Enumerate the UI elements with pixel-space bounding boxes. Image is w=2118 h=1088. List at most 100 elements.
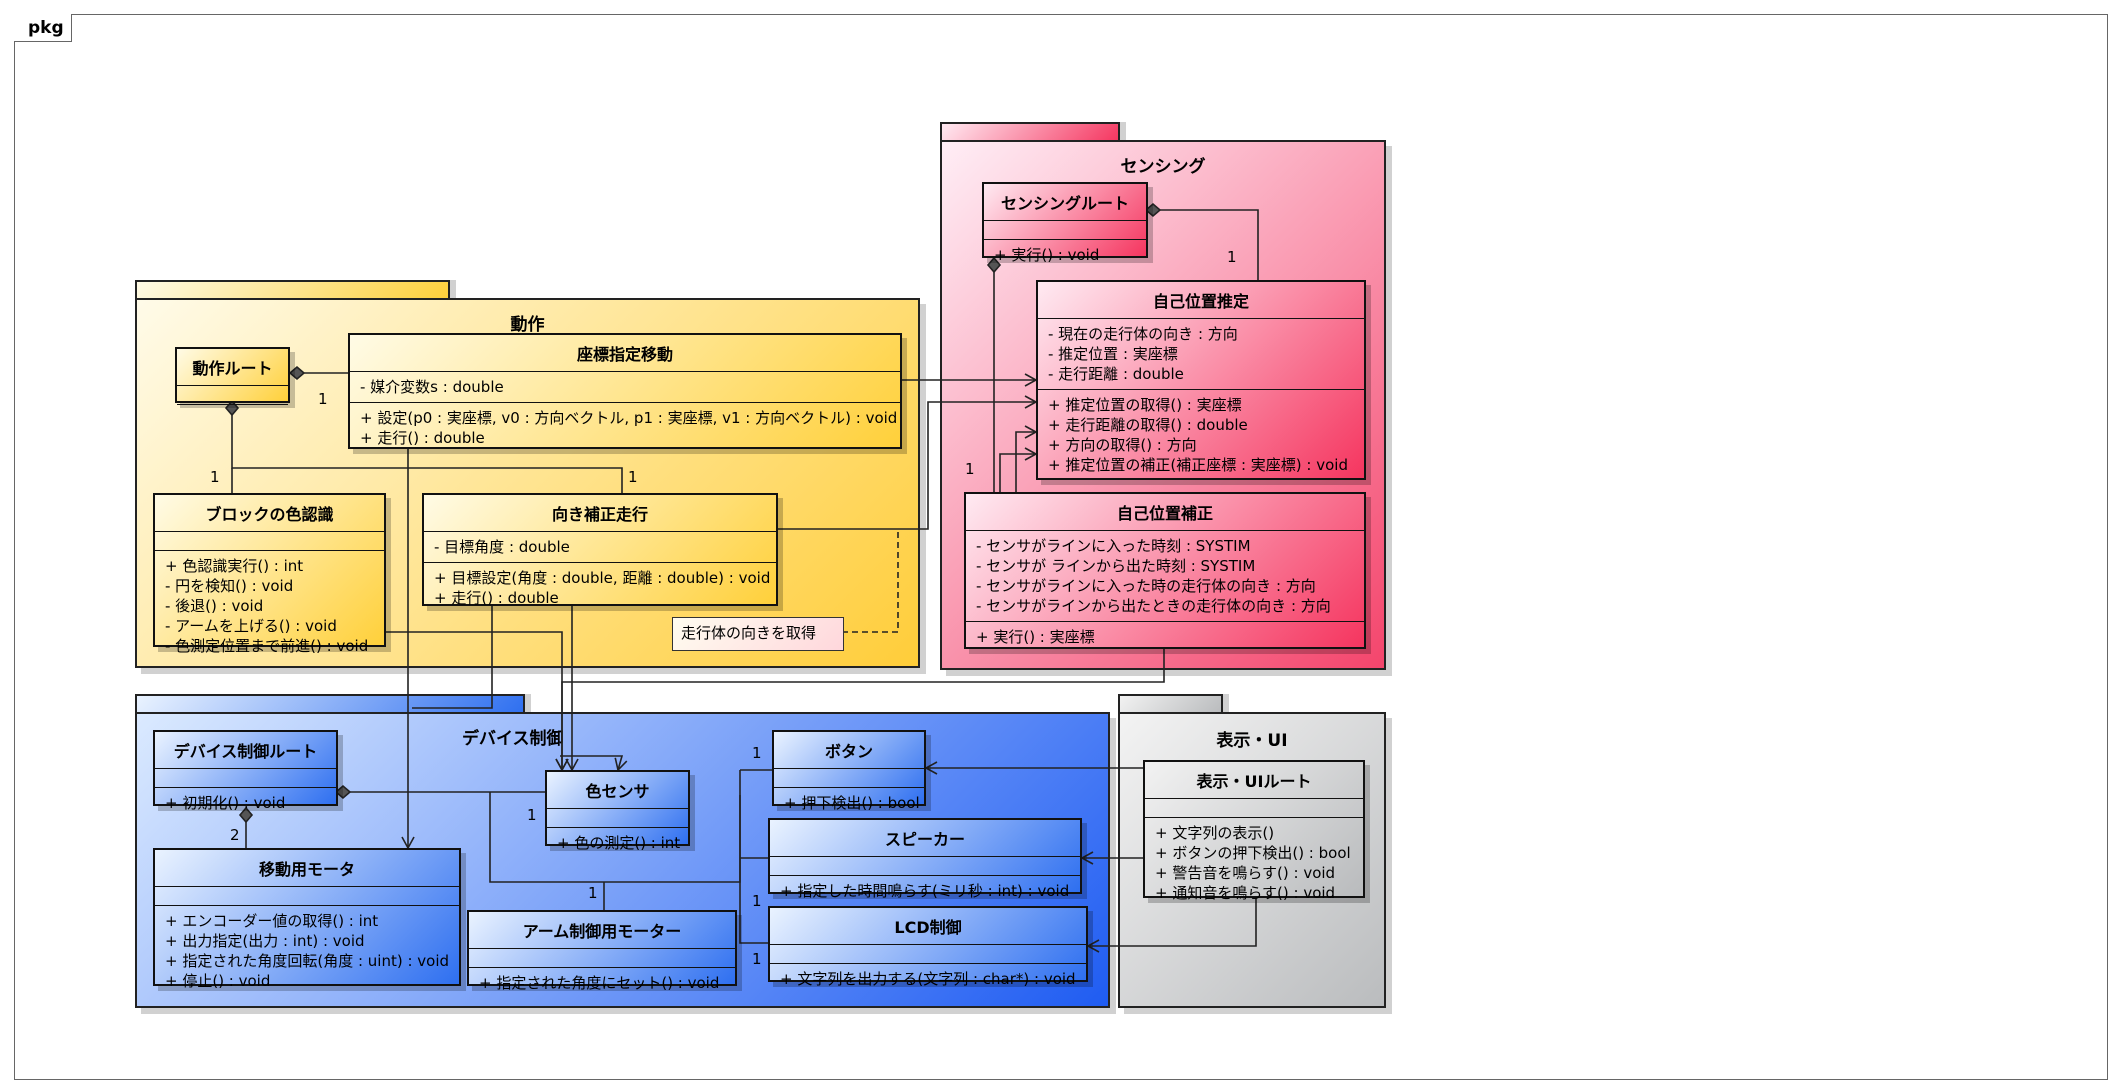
class-name: 向き補正走行 (424, 495, 776, 532)
package-tab-ui (1118, 694, 1223, 714)
operation: + 警告音を鳴らす() : void (1155, 864, 1336, 882)
operation: + 初期化() : void (165, 794, 286, 812)
class-attributes (547, 809, 688, 828)
class-sensing-root[interactable]: センシングルート + 実行() : void (982, 182, 1148, 264)
class-attributes (155, 532, 384, 551)
package-title-sensing: センシング (1120, 157, 1206, 177)
class-operations: + 押下検出() : bool (774, 788, 924, 818)
class-operations: + 指定した時間鳴らす(ミリ秒 : int) : void (770, 876, 1080, 906)
package-title-device: デバイス制御 (462, 729, 564, 749)
class-operations: + 初期化() : void (155, 788, 336, 818)
class-name: 動作ルート (177, 349, 288, 386)
operation: + 実行() : 実座標 (976, 628, 1095, 646)
multiplicity-label: 1 (588, 884, 598, 902)
class-attributes (177, 386, 288, 405)
multiplicity-label: 1 (210, 468, 220, 486)
operation: - 円を検知() : void (165, 577, 294, 595)
class-idou-motor[interactable]: 移動用モータ + エンコーダー値の取得() : int + 出力指定(出力 : … (153, 848, 461, 990)
operation: + 文字列の表示() (1155, 824, 1275, 842)
class-jiko-hosei[interactable]: 自己位置補正 - センサがラインに入った時刻 : SYSTIM - センサが ラ… (964, 492, 1366, 649)
class-device-root[interactable]: デバイス制御ルート + 初期化() : void (153, 730, 338, 812)
class-name: LCD制御 (770, 908, 1086, 945)
class-attributes (770, 945, 1086, 964)
class-attributes (774, 769, 924, 788)
diamond-sensing-root-right (1144, 202, 1162, 218)
class-speaker[interactable]: スピーカー + 指定した時間鳴らす(ミリ秒 : int) : void (768, 818, 1082, 900)
attribute: - センサが ラインから出た時刻 : SYSTIM (976, 557, 1256, 575)
attribute: - センサがラインに入った時刻 : SYSTIM (976, 537, 1251, 555)
multiplicity-label: 1 (752, 892, 762, 910)
class-operations (177, 405, 288, 423)
link-ui-lcd (1086, 898, 1257, 953)
link-block-iro (386, 631, 569, 772)
operation: + 推定位置の補正(補正座標 : 実座標) : void (1048, 456, 1348, 474)
operation: + 目標設定(角度 : double, 距離 : double) : void (434, 569, 771, 587)
attribute: - センサがラインに入った時の走行体の向き : 方向 (976, 577, 1316, 595)
class-operations: + 文字列を出力する(文字列 : char*) : void (770, 964, 1086, 994)
class-operations: + 色認識実行() : int - 円を検知() : void - 後退() :… (155, 551, 384, 661)
multiplicity-label: 1 (318, 390, 328, 408)
link-sensing-root-suitei (1160, 209, 1259, 280)
multiplicity-label: 1 (1227, 248, 1237, 266)
attribute: - 走行距離 : double (1048, 365, 1184, 383)
class-attributes (984, 221, 1146, 240)
class-ui-root[interactable]: 表示・UIルート + 文字列の表示() + ボタンの押下検出() : bool … (1143, 760, 1365, 902)
class-jiko-suitei[interactable]: 自己位置推定 - 現在の走行体の向き : 方向 - 推定位置 : 実座標 - 走… (1036, 280, 1366, 480)
diamond-dosa-root-right (288, 365, 306, 381)
note-text: 走行体の向きを取得 (681, 624, 817, 642)
class-name: スピーカー (770, 820, 1080, 857)
operation: + 走行() : double (360, 429, 485, 447)
link-muki-idou (412, 605, 493, 709)
class-attributes: - 目標角度 : double (424, 532, 776, 563)
link-device-root-buttons (739, 770, 772, 944)
class-muki-hosei[interactable]: 向き補正走行 - 目標角度 : double + 目標設定(角度 : doubl… (422, 493, 778, 607)
class-lcd[interactable]: LCD制御 + 文字列を出力する(文字列 : char*) : void (768, 906, 1088, 988)
operation: + 色の測定() : int (557, 834, 681, 852)
class-name: 移動用モータ (155, 850, 459, 887)
class-dosa-root[interactable]: 動作ルート (175, 347, 290, 405)
class-name: デバイス制御ルート (155, 732, 336, 769)
class-operations: + 目標設定(角度 : double, 距離 : double) : void … (424, 563, 776, 613)
class-name: 座標指定移動 (350, 335, 900, 372)
multiplicity-label: 1 (752, 744, 762, 762)
operation: - 色測定位置まで前進() : void (165, 637, 369, 655)
link-device-iro-arrow (560, 755, 628, 772)
class-arm-motor[interactable]: アーム制御用モーター + 指定された角度にセット() : void (467, 910, 737, 992)
class-operations: + エンコーダー値の取得() : int + 出力指定(出力 : int) : … (155, 906, 459, 996)
multiplicity-label: 1 (752, 950, 762, 968)
attribute: - 推定位置 : 実座標 (1048, 345, 1178, 363)
class-button[interactable]: ボタン + 押下検出() : bool (772, 730, 926, 812)
class-attributes (155, 769, 336, 788)
operation: + 出力指定(出力 : int) : void (165, 932, 365, 950)
class-attributes (469, 949, 735, 968)
class-block-color[interactable]: ブロックの色認識 + 色認識実行() : int - 円を検知() : void… (153, 493, 386, 655)
class-attributes (1145, 799, 1363, 818)
multiplicity-label: 1 (527, 806, 537, 824)
operation: + 通知音を鳴らす() : void (1155, 884, 1336, 902)
operation: + 実行() : void (994, 246, 1100, 264)
operation: + 推定位置の取得() : 実座標 (1048, 396, 1242, 414)
class-operations: + 設定(p0 : 実座標, v0 : 方向ベクトル, p1 : 実座標, v1… (350, 403, 900, 453)
class-operations: + 色の測定() : int (547, 828, 688, 858)
class-name: 表示・UIルート (1145, 762, 1363, 799)
class-attributes: - センサがラインに入った時刻 : SYSTIM - センサが ラインから出た時… (966, 531, 1364, 622)
operation: + 押下検出() : bool (784, 794, 920, 812)
operation: + 指定された角度回転(角度 : uint) : void (165, 952, 450, 970)
class-name: アーム制御用モーター (469, 912, 735, 949)
class-zahyo-shitei-idou[interactable]: 座標指定移動 - 媒介変数s : double + 設定(p0 : 実座標, v… (348, 333, 902, 449)
class-name: ブロックの色認識 (155, 495, 384, 532)
attribute: - 現在の走行体の向き : 方向 (1048, 325, 1238, 343)
class-name: センシングルート (984, 184, 1146, 221)
package-tab-sensing (940, 122, 1120, 142)
operation: + 色認識実行() : int (165, 557, 304, 575)
class-color-sensor[interactable]: 色センサ + 色の測定() : int (545, 770, 690, 852)
class-name: 色センサ (547, 772, 688, 809)
operation: + 走行() : double (434, 589, 559, 607)
diamond-device-root-right (334, 784, 352, 800)
link-note-muki (842, 532, 899, 633)
class-operations: + 文字列の表示() + ボタンの押下検出() : bool + 警告音を鳴らす… (1145, 818, 1363, 908)
class-name: 自己位置推定 (1038, 282, 1364, 319)
class-attributes (155, 887, 459, 906)
multiplicity-label: 2 (230, 826, 240, 844)
